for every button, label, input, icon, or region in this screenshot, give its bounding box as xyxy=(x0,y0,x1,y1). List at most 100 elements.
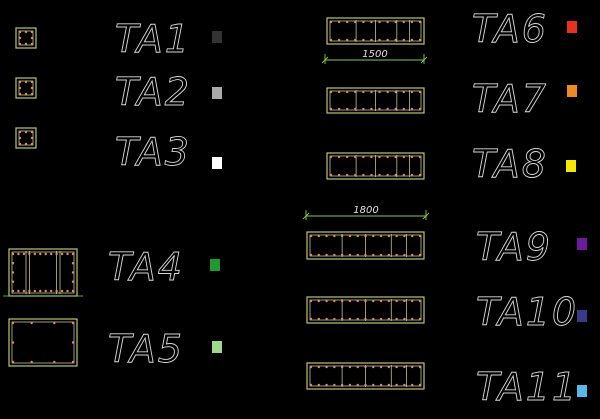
color-swatch xyxy=(567,21,577,33)
bolt-mark xyxy=(348,299,352,303)
bolt-mark xyxy=(418,317,422,321)
bolt-mark xyxy=(337,173,341,177)
bolt-mark xyxy=(30,360,33,364)
bolt-mark xyxy=(372,299,375,303)
bolt-mark xyxy=(39,289,42,293)
bolt-mark xyxy=(411,234,414,238)
section-label: TA9 xyxy=(476,225,552,269)
bolt-mark xyxy=(394,38,397,42)
bolt-mark xyxy=(354,20,357,24)
bolt-mark xyxy=(71,280,75,283)
bolt-mark xyxy=(44,252,47,256)
bolt-mark xyxy=(362,173,365,177)
bolt-mark xyxy=(411,253,414,257)
bolt-mark xyxy=(387,299,391,303)
bolt-mark xyxy=(386,173,389,177)
bolt-mark xyxy=(364,383,367,387)
bolt-mark xyxy=(337,107,341,111)
bolt-mark xyxy=(49,252,53,256)
bolt-mark xyxy=(345,155,349,159)
bolt-mark xyxy=(418,173,422,177)
bolt-mark xyxy=(55,289,58,293)
bolt-mark xyxy=(333,234,336,238)
bolt-mark xyxy=(18,30,22,34)
bolt-mark xyxy=(11,360,15,364)
beam-section-ta6 xyxy=(326,17,425,45)
bolt-mark xyxy=(394,107,397,111)
bolt-mark xyxy=(387,234,391,238)
bolt-mark xyxy=(22,289,26,293)
bolt-mark xyxy=(403,253,406,257)
bolt-mark xyxy=(364,253,367,257)
bolt-mark xyxy=(325,317,328,321)
bolt-mark xyxy=(348,253,352,257)
bolt-mark xyxy=(378,107,381,111)
bolt-mark xyxy=(33,252,37,256)
bolt-mark xyxy=(394,90,397,94)
bolt-mark xyxy=(18,42,22,46)
section-label: TA11 xyxy=(476,365,578,409)
bolt-mark xyxy=(18,136,22,140)
bolt-mark xyxy=(370,20,373,24)
bolt-mark xyxy=(30,36,34,40)
section-label: TA7 xyxy=(472,77,548,121)
bolt-mark xyxy=(11,262,15,265)
bolt-mark xyxy=(387,317,391,321)
bolt-mark xyxy=(17,289,20,293)
bolt-mark xyxy=(60,289,64,293)
bolt-mark xyxy=(362,90,365,94)
bolt-mark xyxy=(309,383,313,387)
bolt-mark xyxy=(372,234,375,238)
bolt-mark xyxy=(370,38,373,42)
bolt-mark xyxy=(362,107,365,111)
bolt-mark xyxy=(402,173,406,177)
bolt-mark xyxy=(333,299,336,303)
bolt-mark xyxy=(317,299,320,303)
bolt-mark xyxy=(386,90,389,94)
bolt-mark xyxy=(386,155,389,159)
bolt-mark xyxy=(71,341,75,344)
bolt-mark xyxy=(329,38,333,42)
bolt-mark xyxy=(411,299,414,303)
bolt-mark xyxy=(418,38,422,42)
color-swatch xyxy=(577,385,587,397)
bolt-mark xyxy=(28,252,31,256)
bolt-mark xyxy=(317,383,320,387)
bolt-mark xyxy=(410,107,414,111)
bolt-mark xyxy=(11,341,15,344)
bolt-mark xyxy=(403,234,406,238)
bolt-mark xyxy=(30,136,34,140)
bolt-mark xyxy=(18,142,22,146)
bolt-mark xyxy=(372,253,375,257)
bolt-mark xyxy=(411,317,414,321)
bolt-mark xyxy=(387,383,391,387)
bolt-mark xyxy=(418,20,422,24)
bolt-mark xyxy=(44,289,47,293)
bolt-mark xyxy=(30,42,34,46)
bolt-mark xyxy=(410,155,414,159)
bolt-mark xyxy=(30,130,34,134)
bolt-mark xyxy=(39,252,42,256)
bolt-mark xyxy=(418,299,422,303)
bolt-mark xyxy=(340,383,344,387)
bolt-mark xyxy=(24,30,28,34)
bolt-mark xyxy=(348,234,352,238)
bolt-mark xyxy=(356,253,359,257)
bolt-mark xyxy=(379,317,383,321)
bolt-mark xyxy=(340,253,344,257)
bolt-mark xyxy=(370,155,373,159)
bolt-mark xyxy=(24,42,28,46)
section-label: TA6 xyxy=(472,7,548,51)
bolt-mark xyxy=(18,80,22,84)
beam-section-ta8 xyxy=(326,152,425,180)
bolt-mark xyxy=(410,38,414,42)
section-label: TA1 xyxy=(115,17,191,61)
bolt-mark xyxy=(317,234,320,238)
bolt-mark xyxy=(402,38,406,42)
bolt-mark xyxy=(395,234,398,238)
bolt-mark xyxy=(354,155,357,159)
bolt-mark xyxy=(53,360,56,364)
bolt-mark xyxy=(379,234,383,238)
bolt-mark xyxy=(364,234,367,238)
